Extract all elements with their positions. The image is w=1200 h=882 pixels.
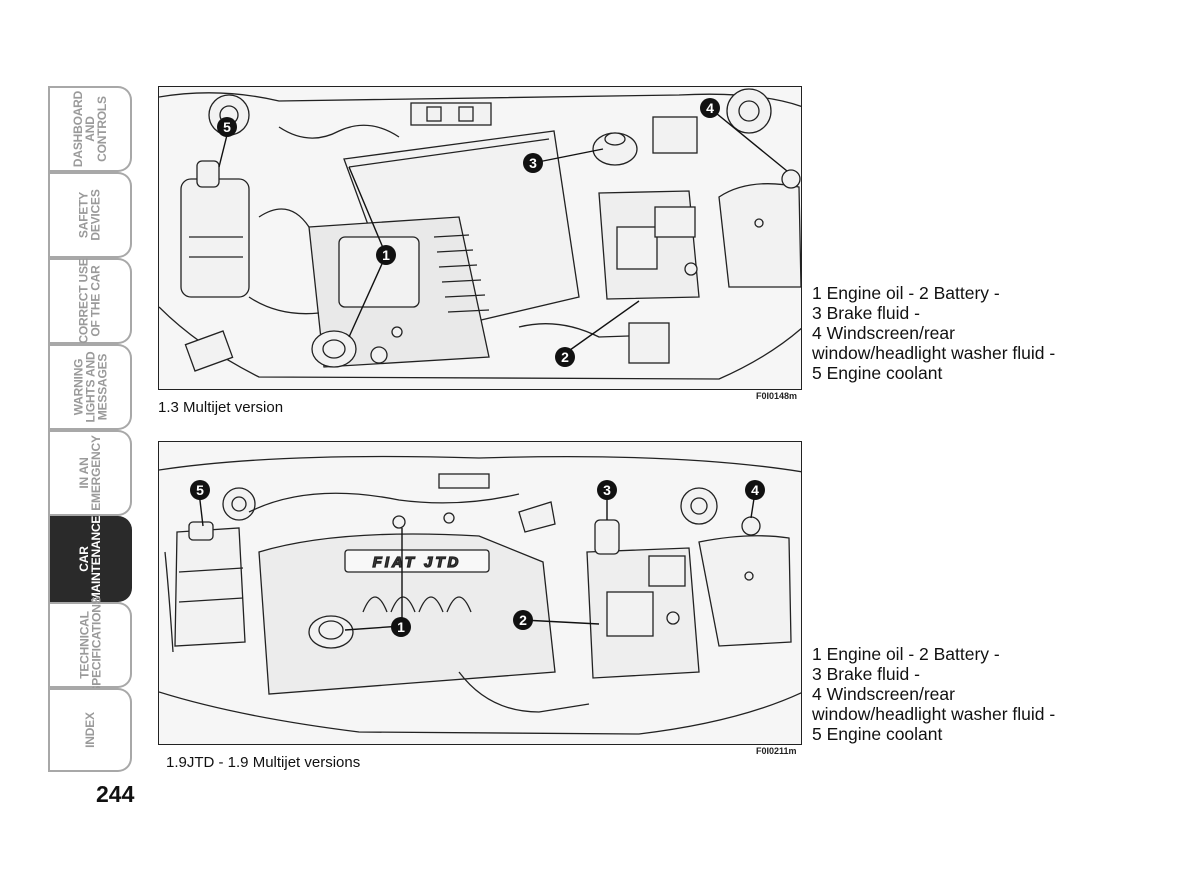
callout-1-fig2: 1 (391, 617, 411, 637)
legend-line: 1 Engine oil - 2 Battery - (812, 283, 1000, 303)
svg-text:4: 4 (706, 100, 714, 116)
callout-5-fig2: 5 (190, 480, 210, 500)
callout-4-fig1: 4 (700, 98, 720, 118)
callout-1-fig1: 1 (376, 245, 396, 265)
tab-strip-edge (48, 86, 51, 772)
legend-line: 3 Brake fluid - (812, 303, 920, 323)
callout-4-fig2: 4 (745, 480, 765, 500)
figure-caption-2: 1.9JTD - 1.9 Multijet versions (166, 754, 361, 771)
tab-dashboard-and-controls[interactable]: DASHBOARD AND CONTROLS (50, 86, 132, 172)
page-number: 244 (96, 781, 135, 807)
tab-in-an-emergency[interactable]: IN AN EMERGENCY (50, 430, 132, 516)
engine-bay-illustration-1: 1 2 3 4 5 (158, 86, 802, 390)
tab-label: INDEX (83, 712, 97, 748)
legend-line: window/headlight washer fluid - (812, 704, 1056, 724)
svg-text:3: 3 (529, 155, 537, 171)
legend-1: 1 Engine oil - 2 Battery - 3 Brake fluid… (812, 283, 1182, 383)
tab-car-maintenance[interactable]: CAR MAINTENANCE (50, 516, 132, 602)
figure-code-2: F0I0211m (756, 746, 797, 756)
tab-label: SAFETY DEVICES (76, 189, 103, 241)
svg-text:1: 1 (397, 619, 405, 635)
tab-index[interactable]: INDEX (50, 688, 132, 772)
tab-label: WARNING LIGHTS AND MESSAGES (70, 351, 109, 423)
brand-emblem-text: FIAT JTD (373, 554, 462, 571)
callout-5-fig1: 5 (217, 117, 237, 137)
callout-3-fig1: 3 (523, 153, 543, 173)
figure-code-1: F0I0148m (756, 391, 798, 401)
engine-bay-illustration-2: FIAT JTD (158, 441, 802, 745)
legend-line: 5 Engine coolant (812, 724, 943, 744)
svg-text:3: 3 (603, 482, 611, 498)
tab-label: CORRECT USE OF THE CAR (77, 258, 104, 344)
legend-line: 1 Engine oil - 2 Battery - (812, 644, 1000, 664)
svg-text:2: 2 (519, 612, 527, 628)
tab-technical-specifications[interactable]: TECHNICAL SPECIFICATIONS (50, 597, 132, 694)
engine-bay-drawing-1: 1 2 3 4 5 (159, 88, 801, 380)
svg-text:1: 1 (382, 247, 390, 263)
legend-line: 3 Brake fluid - (812, 664, 920, 684)
tab-warning-lights-and-messages[interactable]: WARNING LIGHTS AND MESSAGES (50, 344, 132, 430)
svg-text:5: 5 (196, 482, 204, 498)
legend-2: 1 Engine oil - 2 Battery - 3 Brake fluid… (812, 644, 1182, 744)
figure-caption-1: 1.3 Multijet version (158, 399, 284, 416)
tab-correct-use-of-the-car[interactable]: CORRECT USE OF THE CAR (50, 258, 132, 344)
svg-text:4: 4 (751, 482, 759, 498)
tab-label: IN AN EMERGENCY (76, 435, 103, 511)
tab-label: TECHNICAL SPECIFICATIONS (77, 596, 103, 694)
engine-bay-drawing-2: FIAT JTD (159, 455, 801, 735)
svg-text:5: 5 (223, 119, 231, 135)
callout-2-fig1: 2 (555, 347, 575, 367)
callout-2-fig2: 2 (513, 610, 533, 630)
legend-line: 4 Windscreen/rear (812, 684, 955, 704)
svg-text:2: 2 (561, 349, 569, 365)
tab-label: DASHBOARD AND CONTROLS (70, 90, 109, 168)
legend-line: 4 Windscreen/rear (812, 323, 955, 343)
callout-3-fig2: 3 (597, 480, 617, 500)
legend-line: 5 Engine coolant (812, 363, 943, 383)
tab-label: CAR MAINTENANCE (77, 515, 103, 603)
tab-safety-devices[interactable]: SAFETY DEVICES (50, 172, 132, 258)
legend-line: window/headlight washer fluid - (812, 343, 1056, 363)
